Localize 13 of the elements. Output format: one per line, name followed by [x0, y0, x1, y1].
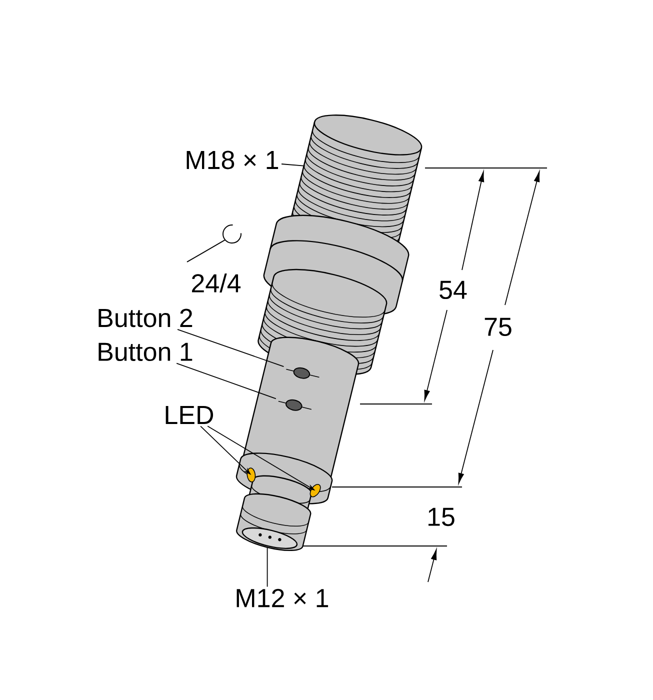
callout-label: Button 2: [98, 308, 192, 328]
callout-label: M12 × 1: [236, 588, 328, 608]
callout-label: LED: [166, 406, 214, 424]
dimension-label: 54: [440, 280, 467, 300]
leader-line: [176, 362, 276, 400]
leader-line: [281, 164, 306, 166]
callout-label: Button 1: [98, 342, 192, 362]
dimension-label: 24/4: [192, 273, 241, 293]
dimension-label: 75: [484, 318, 512, 336]
leader-line: [177, 328, 284, 368]
leader-line: [266, 547, 268, 588]
dimension-label: 15: [428, 508, 454, 526]
callout-label: M18 × 1: [186, 150, 278, 170]
